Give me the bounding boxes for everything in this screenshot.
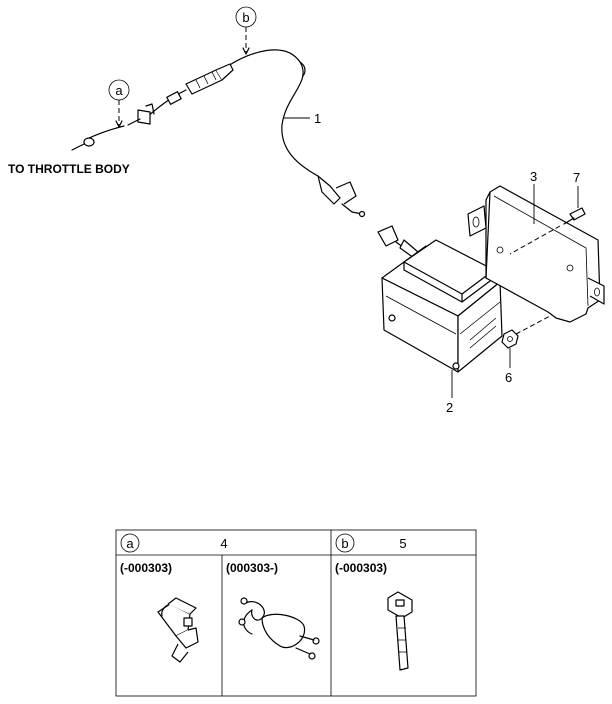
cable-tie <box>387 591 413 671</box>
accelerator-cable <box>71 49 366 218</box>
cable-clip-old <box>157 597 199 663</box>
callout-a: a <box>108 79 130 128</box>
callout-b: b <box>235 6 257 55</box>
cruise-actuator <box>377 225 503 398</box>
table-header-b-letter: b <box>341 536 348 551</box>
svg-text:b: b <box>242 10 249 25</box>
table-header-a-letter: a <box>126 536 134 551</box>
bolt <box>509 186 586 255</box>
reference-table: a 4 b 5 (-000303) (000303-) (-000303) <box>115 529 477 697</box>
table-header-b-number: 5 <box>399 536 406 551</box>
part-number-7: 7 <box>573 170 580 185</box>
cable-clip-new <box>238 597 320 660</box>
part-number-3: 3 <box>530 169 537 184</box>
table-cell-2-label: (000303-) <box>226 561 278 575</box>
table-header-a-number: 4 <box>220 536 227 551</box>
part-number-6: 6 <box>505 370 512 385</box>
part-number-1: 1 <box>314 111 321 126</box>
part-number-2: 2 <box>446 400 453 415</box>
table-cell-1-label: (-000303) <box>120 561 172 575</box>
note-to-throttle-body: TO THROTTLE BODY <box>8 162 130 176</box>
nut <box>501 315 551 368</box>
actuator-bracket <box>467 184 605 323</box>
table-cell-3-label: (-000303) <box>335 561 387 575</box>
svg-text:a: a <box>115 83 123 98</box>
